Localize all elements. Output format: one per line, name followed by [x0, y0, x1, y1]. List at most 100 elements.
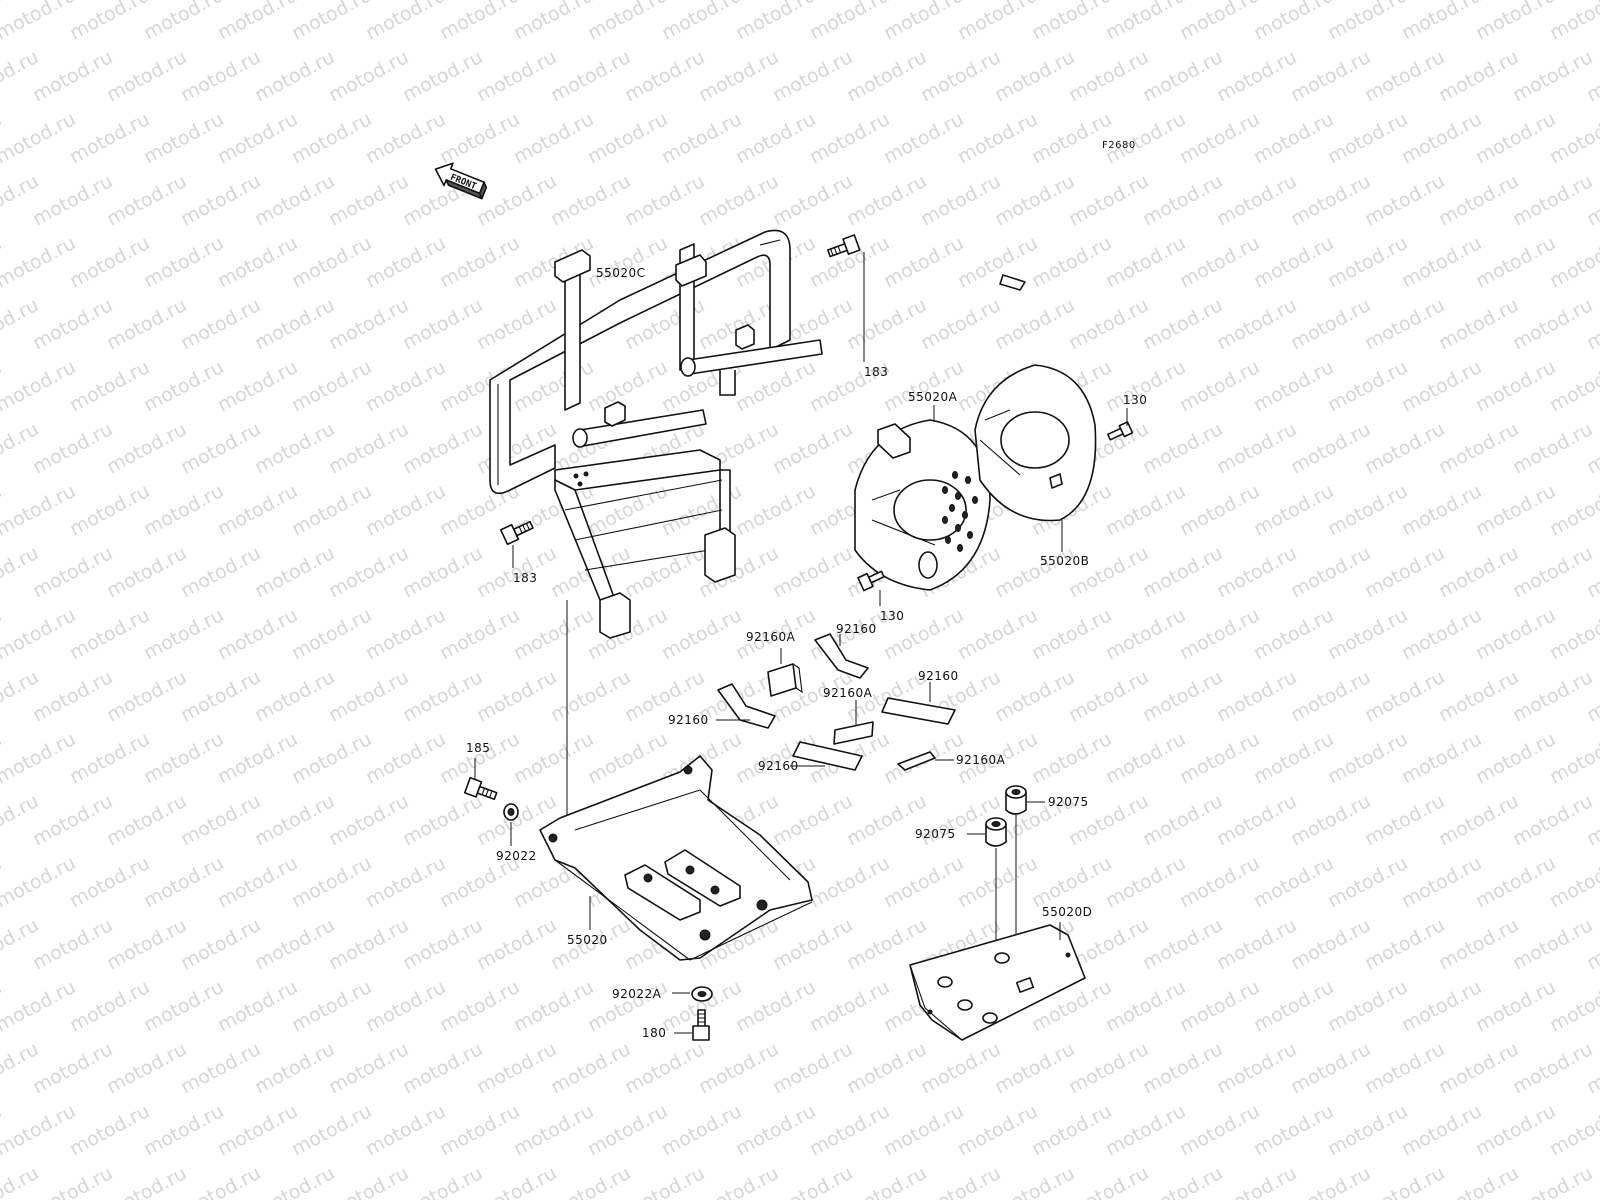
watermark-text: motod.ru	[1546, 852, 1600, 912]
watermark-text: motod.ru	[66, 232, 153, 292]
watermark-text: motod.ru	[1435, 1038, 1522, 1098]
watermark-text: motod.ru	[362, 480, 449, 540]
watermark-text: motod.ru	[1139, 914, 1226, 974]
watermark-text: motod.ru	[732, 480, 819, 540]
watermark-text: motod.ru	[880, 852, 967, 912]
watermark-text: motod.ru	[547, 1162, 634, 1200]
watermark-text: motod.ru	[1139, 46, 1226, 106]
watermark-text: motod.ru	[473, 1038, 560, 1098]
watermark-text: motod.ru	[658, 480, 745, 540]
watermark-text: motod.ru	[251, 790, 338, 850]
watermark-text: motod.ru	[1028, 728, 1115, 788]
watermark-text: motod.ru	[1509, 294, 1596, 354]
watermark-text: motod.ru	[251, 1162, 338, 1200]
watermark-text: motod.ru	[1324, 232, 1411, 292]
watermark-text: motod.ru	[1472, 852, 1559, 912]
watermark-text: motod.ru	[1324, 0, 1411, 44]
watermark-text: motod.ru	[1546, 480, 1600, 540]
watermark-text: motod.ru	[880, 356, 967, 416]
watermark-text: motod.ru	[1213, 418, 1300, 478]
watermark-text: motod.ru	[66, 852, 153, 912]
watermark-text: motod.ru	[1361, 914, 1448, 974]
watermark-text: motod.ru	[103, 170, 190, 230]
watermark-text: motod.ru	[66, 976, 153, 1036]
watermark-text: motod.ru	[917, 170, 1004, 230]
watermark-text: motod.ru	[1472, 356, 1559, 416]
watermark-text: motod.ru	[1398, 356, 1485, 416]
watermark-text: motod.ru	[29, 666, 116, 726]
watermark-text: motod.ru	[1250, 728, 1337, 788]
watermark-text: motod.ru	[695, 46, 782, 106]
watermark-text: motod.ru	[1472, 1100, 1559, 1160]
watermark-text: motod.ru	[954, 232, 1041, 292]
watermark-text: motod.ru	[140, 0, 227, 44]
watermark-text: motod.ru	[1435, 790, 1522, 850]
watermark-text: motod.ru	[251, 1038, 338, 1098]
watermark-text: motod.ru	[325, 294, 412, 354]
watermark-text: motod.ru	[621, 1162, 708, 1200]
watermark-text: motod.ru	[1287, 170, 1374, 230]
watermark-text: motod.ru	[1361, 666, 1448, 726]
watermark-text: motod.ru	[1398, 232, 1485, 292]
watermark-text: motod.ru	[1361, 542, 1448, 602]
watermark-text: motod.ru	[1435, 170, 1522, 230]
washer-92022a	[691, 986, 713, 1002]
watermark-text: motod.ru	[1472, 728, 1559, 788]
watermark-text: motod.ru	[288, 0, 375, 44]
watermark-text: motod.ru	[1509, 1162, 1596, 1200]
part-label-55020a: 55020A	[908, 390, 958, 404]
part-label-55020: 55020	[567, 933, 608, 947]
watermark-text: motod.ru	[214, 232, 301, 292]
watermark-text: motod.ru	[214, 0, 301, 44]
watermark-text: motod.ru	[1028, 0, 1115, 44]
watermark-text: motod.ru	[140, 108, 227, 168]
watermark-text: motod.ru	[732, 0, 819, 44]
watermark-text: motod.ru	[140, 1100, 227, 1160]
watermark-text: motod.ru	[510, 976, 597, 1036]
watermark-text: motod.ru	[1324, 480, 1411, 540]
watermark-text: motod.ru	[1176, 604, 1263, 664]
watermark-text: motod.ru	[1435, 542, 1522, 602]
watermark-text: motod.ru	[1102, 356, 1189, 416]
watermark-text: motod.ru	[843, 46, 930, 106]
watermark-text: motod.ru	[0, 108, 79, 168]
watermark-text: motod.ru	[584, 1100, 671, 1160]
watermark-text: motod.ru	[547, 46, 634, 106]
pad-92160-1	[814, 633, 869, 679]
watermark-text: motod.ru	[1213, 170, 1300, 230]
watermark-text: motod.ru	[769, 170, 856, 230]
watermark-text: motod.ru	[29, 294, 116, 354]
watermark-text: motod.ru	[1287, 418, 1374, 478]
watermark-text: motod.ru	[214, 108, 301, 168]
watermark-text: motod.ru	[473, 46, 560, 106]
watermark-text: motod.ru	[399, 1162, 486, 1200]
watermark-text: motod.ru	[1472, 108, 1559, 168]
watermark-text: motod.ru	[1102, 232, 1189, 292]
watermark-text: motod.ru	[1509, 790, 1596, 850]
watermark-text: motod.ru	[66, 604, 153, 664]
watermark-text: motod.ru	[177, 790, 264, 850]
watermark-text: motod.ru	[584, 356, 671, 416]
watermark-text: motod.ru	[1102, 852, 1189, 912]
watermark-text: motod.ru	[436, 604, 523, 664]
bolt-130-right	[1107, 421, 1134, 441]
watermark-text: motod.ru	[695, 170, 782, 230]
watermark-text: motod.ru	[1361, 170, 1448, 230]
watermark-text: motod.ru	[288, 356, 375, 416]
watermark-text: motod.ru	[547, 1038, 634, 1098]
watermark-text: motod.ru	[1361, 1162, 1448, 1200]
watermark-text: motod.ru	[362, 232, 449, 292]
watermark-text: motod.ru	[0, 356, 79, 416]
watermark-text: motod.ru	[1324, 728, 1411, 788]
watermark-text: motod.ru	[29, 418, 116, 478]
watermark-text: motod.ru	[325, 418, 412, 478]
watermark-text: motod.ru	[1102, 728, 1189, 788]
front-bumper-guard	[489, 229, 823, 639]
part-label-92075: 92075	[1048, 795, 1089, 809]
watermark-text: motod.ru	[288, 480, 375, 540]
washer-92022	[503, 803, 519, 821]
watermark-text: motod.ru	[621, 46, 708, 106]
watermark-text: motod.ru	[1398, 604, 1485, 664]
watermark-text: motod.ru	[991, 1162, 1078, 1200]
